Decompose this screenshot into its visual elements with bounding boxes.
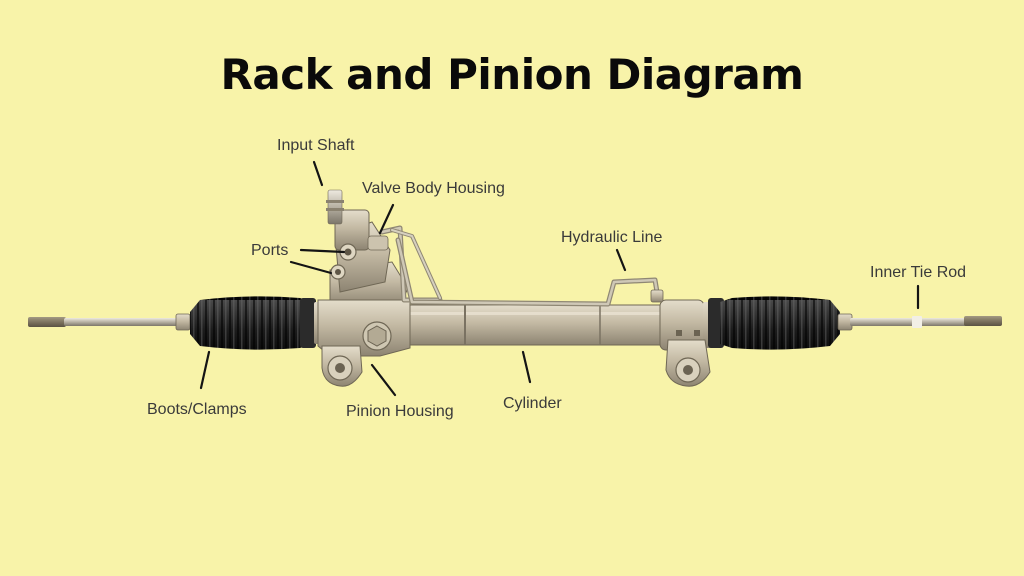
leader-hydraulic-line xyxy=(615,248,627,272)
leader-boots-clamps xyxy=(199,350,211,390)
pinion-valve-assembly xyxy=(326,189,409,307)
hydraulic-lines xyxy=(379,225,664,307)
left-tie-rod xyxy=(28,313,191,331)
leader-ports-lower xyxy=(289,260,333,275)
label-input-shaft: Input Shaft xyxy=(277,137,355,154)
diagram-title: Rack and Pinion Diagram xyxy=(220,50,804,99)
leader-valve-body-housing xyxy=(378,203,395,235)
label-ports: Ports xyxy=(251,242,288,259)
right-boot xyxy=(708,296,840,350)
right-mount-bracket xyxy=(665,330,711,387)
right-tie-rod xyxy=(837,313,1002,331)
leader-input-shaft xyxy=(312,160,324,187)
label-valve-body-housing: Valve Body Housing xyxy=(362,180,505,197)
leader-pinion-housing xyxy=(370,363,397,397)
label-cylinder: Cylinder xyxy=(503,395,562,412)
label-pinion-housing: Pinion Housing xyxy=(346,403,454,420)
leader-lines xyxy=(199,160,920,397)
label-hydraulic-line: Hydraulic Line xyxy=(561,229,662,246)
pinion-housing-body xyxy=(317,299,411,387)
label-boots-clamps: Boots/Clamps xyxy=(147,401,247,418)
left-boot xyxy=(190,296,322,350)
label-inner-tie-rod: Inner Tie Rod xyxy=(870,264,966,281)
leader-cylinder xyxy=(521,350,532,384)
part-labels: Input Shaft Valve Body Housing Ports Hyd… xyxy=(147,137,966,420)
leader-ports-upper xyxy=(299,248,346,254)
